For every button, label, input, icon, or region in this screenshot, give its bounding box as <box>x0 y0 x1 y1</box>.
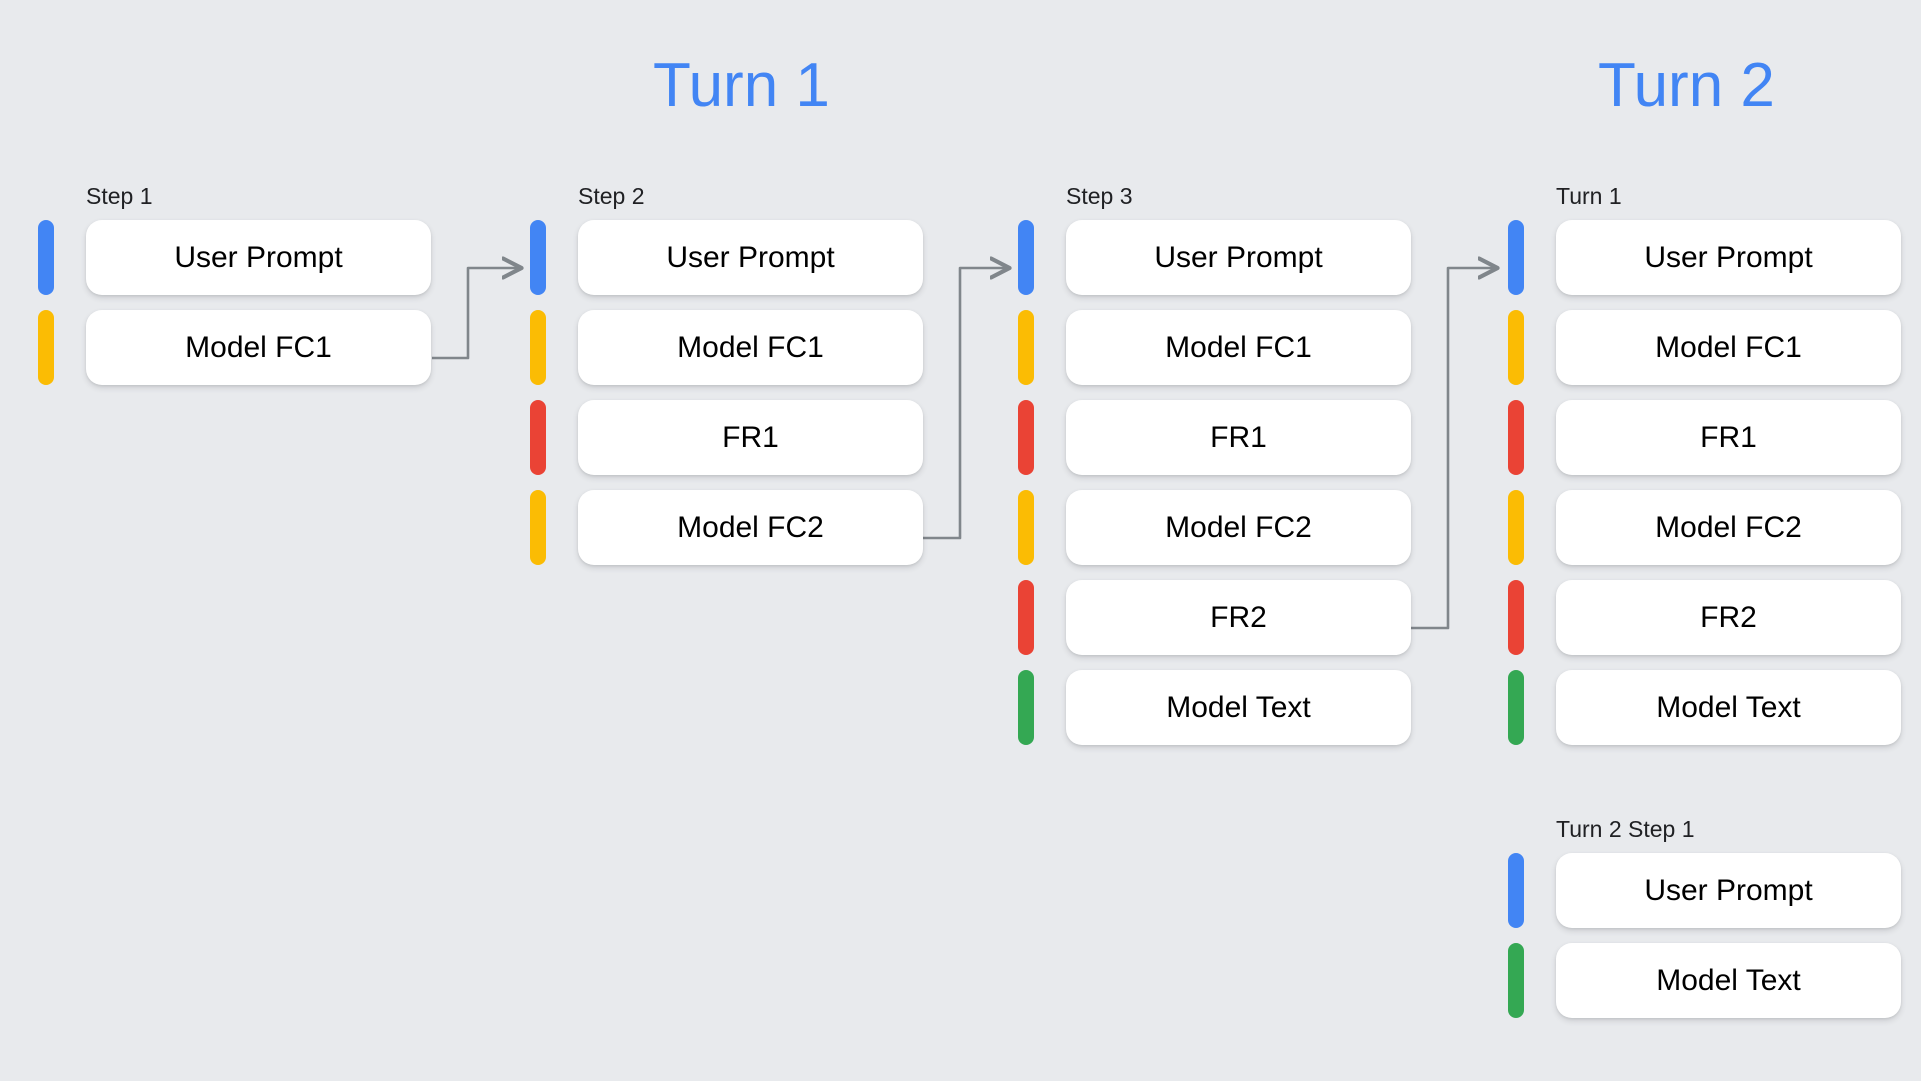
group-step1: Step 1 User Prompt Model FC1 <box>38 185 431 385</box>
list-item[interactable]: Model FC2 <box>530 490 923 565</box>
color-bar-green-icon <box>1508 943 1524 1018</box>
color-bar-blue-icon <box>1018 220 1034 295</box>
card-model-fc1[interactable]: Model FC1 <box>1066 310 1411 385</box>
list-item[interactable]: Model FC1 <box>1018 310 1411 385</box>
list-item[interactable]: User Prompt <box>1018 220 1411 295</box>
card-model-fc1[interactable]: Model FC1 <box>1556 310 1901 385</box>
card-model-text[interactable]: Model Text <box>1066 670 1411 745</box>
color-bar-blue-icon <box>1508 853 1524 928</box>
list-item[interactable]: Model FC2 <box>1508 490 1901 565</box>
list-item[interactable]: FR1 <box>1508 400 1901 475</box>
list-item[interactable]: FR1 <box>530 400 923 475</box>
color-bar-yellow-icon <box>530 490 546 565</box>
color-bar-yellow-icon <box>1018 490 1034 565</box>
list-item[interactable]: User Prompt <box>38 220 431 295</box>
color-bar-red-icon <box>1018 400 1034 475</box>
color-bar-yellow-icon <box>38 310 54 385</box>
card-model-fc2[interactable]: Model FC2 <box>1556 490 1901 565</box>
card-model-fc2[interactable]: Model FC2 <box>578 490 923 565</box>
connector-step2-step3 <box>922 268 1008 540</box>
color-bar-blue-icon <box>530 220 546 295</box>
turn-1-heading: Turn 1 <box>653 51 830 120</box>
connector-step3-turn2 <box>1410 268 1496 630</box>
list-item[interactable]: Model Text <box>1508 670 1901 745</box>
card-user-prompt[interactable]: User Prompt <box>86 220 431 295</box>
turn-2-heading: Turn 2 <box>1598 51 1775 120</box>
list-item[interactable]: User Prompt <box>1508 853 1901 928</box>
card-fr2[interactable]: FR2 <box>1066 580 1411 655</box>
group-step3-label: Step 3 <box>1066 183 1133 209</box>
list-item[interactable]: FR1 <box>1018 400 1411 475</box>
color-bar-yellow-icon <box>1508 310 1524 385</box>
card-model-fc1[interactable]: Model FC1 <box>578 310 923 385</box>
color-bar-green-icon <box>1018 670 1034 745</box>
group-step2-label: Step 2 <box>578 183 645 209</box>
list-item[interactable]: Model FC2 <box>1018 490 1411 565</box>
list-item[interactable]: FR2 <box>1508 580 1901 655</box>
card-fr1[interactable]: FR1 <box>1066 400 1411 475</box>
card-fr1[interactable]: FR1 <box>578 400 923 475</box>
connector-step1-step2 <box>432 268 520 360</box>
card-user-prompt[interactable]: User Prompt <box>1556 853 1901 928</box>
card-fr2[interactable]: FR2 <box>1556 580 1901 655</box>
color-bar-yellow-icon <box>1018 310 1034 385</box>
color-bar-red-icon <box>1508 580 1524 655</box>
card-model-text[interactable]: Model Text <box>1556 670 1901 745</box>
group-turn2-step1-rows: User Prompt Model Text <box>1508 853 1901 1018</box>
color-bar-red-icon <box>530 400 546 475</box>
group-turn2-step1-label: Turn 2 Step 1 <box>1556 816 1695 842</box>
color-bar-yellow-icon <box>1508 490 1524 565</box>
list-item[interactable]: User Prompt <box>530 220 923 295</box>
group-step3-rows: User Prompt Model FC1 FR1 Model FC2 FR2 … <box>1018 220 1411 745</box>
color-bar-red-icon <box>1018 580 1034 655</box>
card-user-prompt[interactable]: User Prompt <box>1066 220 1411 295</box>
group-step1-rows: User Prompt Model FC1 <box>38 220 431 385</box>
list-item[interactable]: Model FC1 <box>530 310 923 385</box>
list-item[interactable]: User Prompt <box>1508 220 1901 295</box>
group-step1-label: Step 1 <box>86 183 153 209</box>
group-turn2-step1: Turn 2 Step 1 User Prompt Model Text <box>1508 818 1901 1018</box>
color-bar-blue-icon <box>38 220 54 295</box>
group-step2-rows: User Prompt Model FC1 FR1 Model FC2 <box>530 220 923 565</box>
card-model-fc2[interactable]: Model FC2 <box>1066 490 1411 565</box>
card-user-prompt[interactable]: User Prompt <box>1556 220 1901 295</box>
color-bar-green-icon <box>1508 670 1524 745</box>
color-bar-red-icon <box>1508 400 1524 475</box>
color-bar-blue-icon <box>1508 220 1524 295</box>
group-turn2-turn1-rows: User Prompt Model FC1 FR1 Model FC2 FR2 … <box>1508 220 1901 745</box>
group-turn2-turn1: Turn 1 User Prompt Model FC1 FR1 Model F… <box>1508 185 1901 745</box>
card-user-prompt[interactable]: User Prompt <box>578 220 923 295</box>
list-item[interactable]: Model Text <box>1018 670 1411 745</box>
list-item[interactable]: Model FC1 <box>38 310 431 385</box>
list-item[interactable]: FR2 <box>1018 580 1411 655</box>
card-model-fc1[interactable]: Model FC1 <box>86 310 431 385</box>
list-item[interactable]: Model Text <box>1508 943 1901 1018</box>
card-model-text[interactable]: Model Text <box>1556 943 1901 1018</box>
card-fr1[interactable]: FR1 <box>1556 400 1901 475</box>
group-step2: Step 2 User Prompt Model FC1 FR1 Model F… <box>530 185 923 565</box>
group-turn2-turn1-label: Turn 1 <box>1556 183 1622 209</box>
color-bar-yellow-icon <box>530 310 546 385</box>
group-step3: Step 3 User Prompt Model FC1 FR1 Model F… <box>1018 185 1411 745</box>
list-item[interactable]: Model FC1 <box>1508 310 1901 385</box>
